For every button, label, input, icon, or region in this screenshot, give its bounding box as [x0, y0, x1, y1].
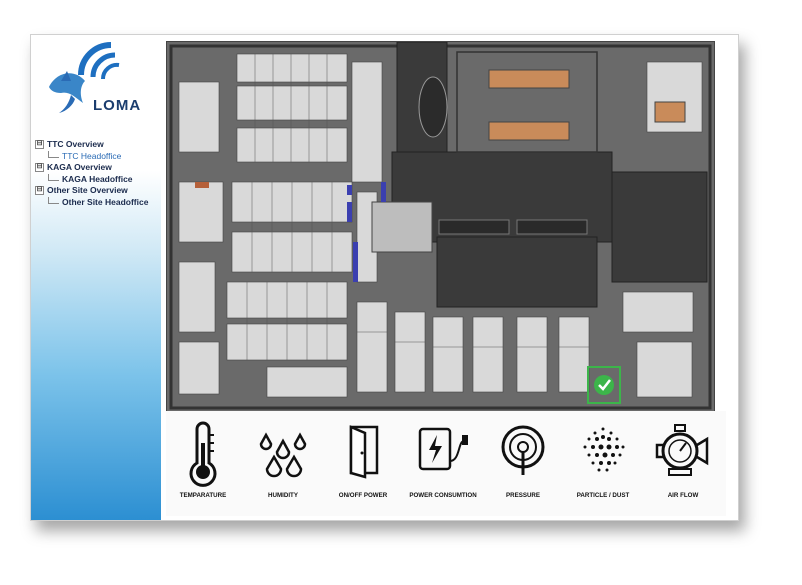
tree-item-label: KAGA Overview	[47, 162, 112, 172]
tree-item-label: KAGA Headoffice	[62, 173, 133, 184]
sensor-label: HUMIDITY	[268, 492, 298, 499]
check-icon	[594, 375, 614, 395]
dust-icon	[583, 427, 625, 472]
sensor-power-consumption[interactable]: POWER CONSUMTION	[406, 417, 480, 515]
tree-connector	[48, 150, 59, 158]
sensor-label: ON/OFF POWER	[338, 492, 388, 499]
humidity-icon	[259, 432, 307, 478]
collapse-icon[interactable]: ⊟	[35, 163, 44, 173]
sensor-label: TEMPARATURE	[179, 492, 227, 499]
tree-item-label: Other Site Headoffice	[62, 196, 149, 207]
sensor-pressure[interactable]: PRESSURE	[486, 417, 560, 515]
logo-text: LOMA	[93, 97, 142, 114]
tree-item-label: Other Site Overview	[47, 185, 128, 195]
tree-item-other-site-overview[interactable]: ⊟Other Site Overview	[35, 185, 148, 197]
sensor-particle-dust[interactable]: PARTICLE / DUST	[566, 417, 640, 515]
thermometer-icon	[189, 421, 217, 487]
sensor-toolbar: TEMPARATURE HUMIDITY ON/OFF POWER	[166, 411, 726, 516]
app-window: LOMA ⊟TTC Overview TTC Headoffice ⊟KAGA …	[30, 34, 739, 521]
tree-item-kaga-overview[interactable]: ⊟KAGA Overview	[35, 162, 148, 174]
tree-item-label: TTC Overview	[47, 139, 104, 149]
collapse-icon[interactable]: ⊟	[35, 186, 44, 196]
door-icon	[349, 425, 379, 479]
tree-item-ttc-overview[interactable]: ⊟TTC Overview	[35, 139, 148, 151]
dolphin-wifi-icon	[49, 42, 120, 113]
sensor-air-flow[interactable]: AIR FLOW	[646, 417, 720, 515]
floor-plan[interactable]	[166, 41, 715, 413]
sensor-label: PARTICLE / DUST	[576, 492, 630, 499]
tree-item-kaga-headoffice[interactable]: KAGA Headoffice	[35, 173, 148, 186]
tree-item-ttc-headoffice[interactable]: TTC Headoffice	[35, 150, 148, 163]
tree-item-label: TTC Headoffice	[62, 150, 122, 161]
power-plug-icon	[418, 427, 468, 471]
tree-connector	[48, 173, 59, 181]
tree-item-other-site-headoffice[interactable]: Other Site Headoffice	[35, 196, 149, 209]
sensor-marker[interactable]	[587, 366, 621, 404]
sensor-temperature[interactable]: TEMPARATURE	[166, 417, 240, 515]
sensor-label: AIR FLOW	[667, 492, 699, 499]
sensor-on-off-power[interactable]: ON/OFF POWER	[326, 417, 400, 515]
sensor-label: PRESSURE	[505, 492, 541, 499]
air-flow-icon	[655, 424, 709, 476]
pressure-gauge-icon	[501, 425, 545, 475]
loma-logo: LOMA	[41, 41, 156, 121]
tree-connector	[48, 196, 59, 204]
site-tree: ⊟TTC Overview TTC Headoffice ⊟KAGA Overv…	[35, 139, 148, 208]
sidebar: LOMA ⊟TTC Overview TTC Headoffice ⊟KAGA …	[31, 35, 161, 520]
floor-plan-map	[167, 42, 714, 412]
sensor-humidity[interactable]: HUMIDITY	[246, 417, 320, 515]
sensor-label: POWER CONSUMTION	[409, 492, 477, 499]
collapse-icon[interactable]: ⊟	[35, 140, 44, 150]
